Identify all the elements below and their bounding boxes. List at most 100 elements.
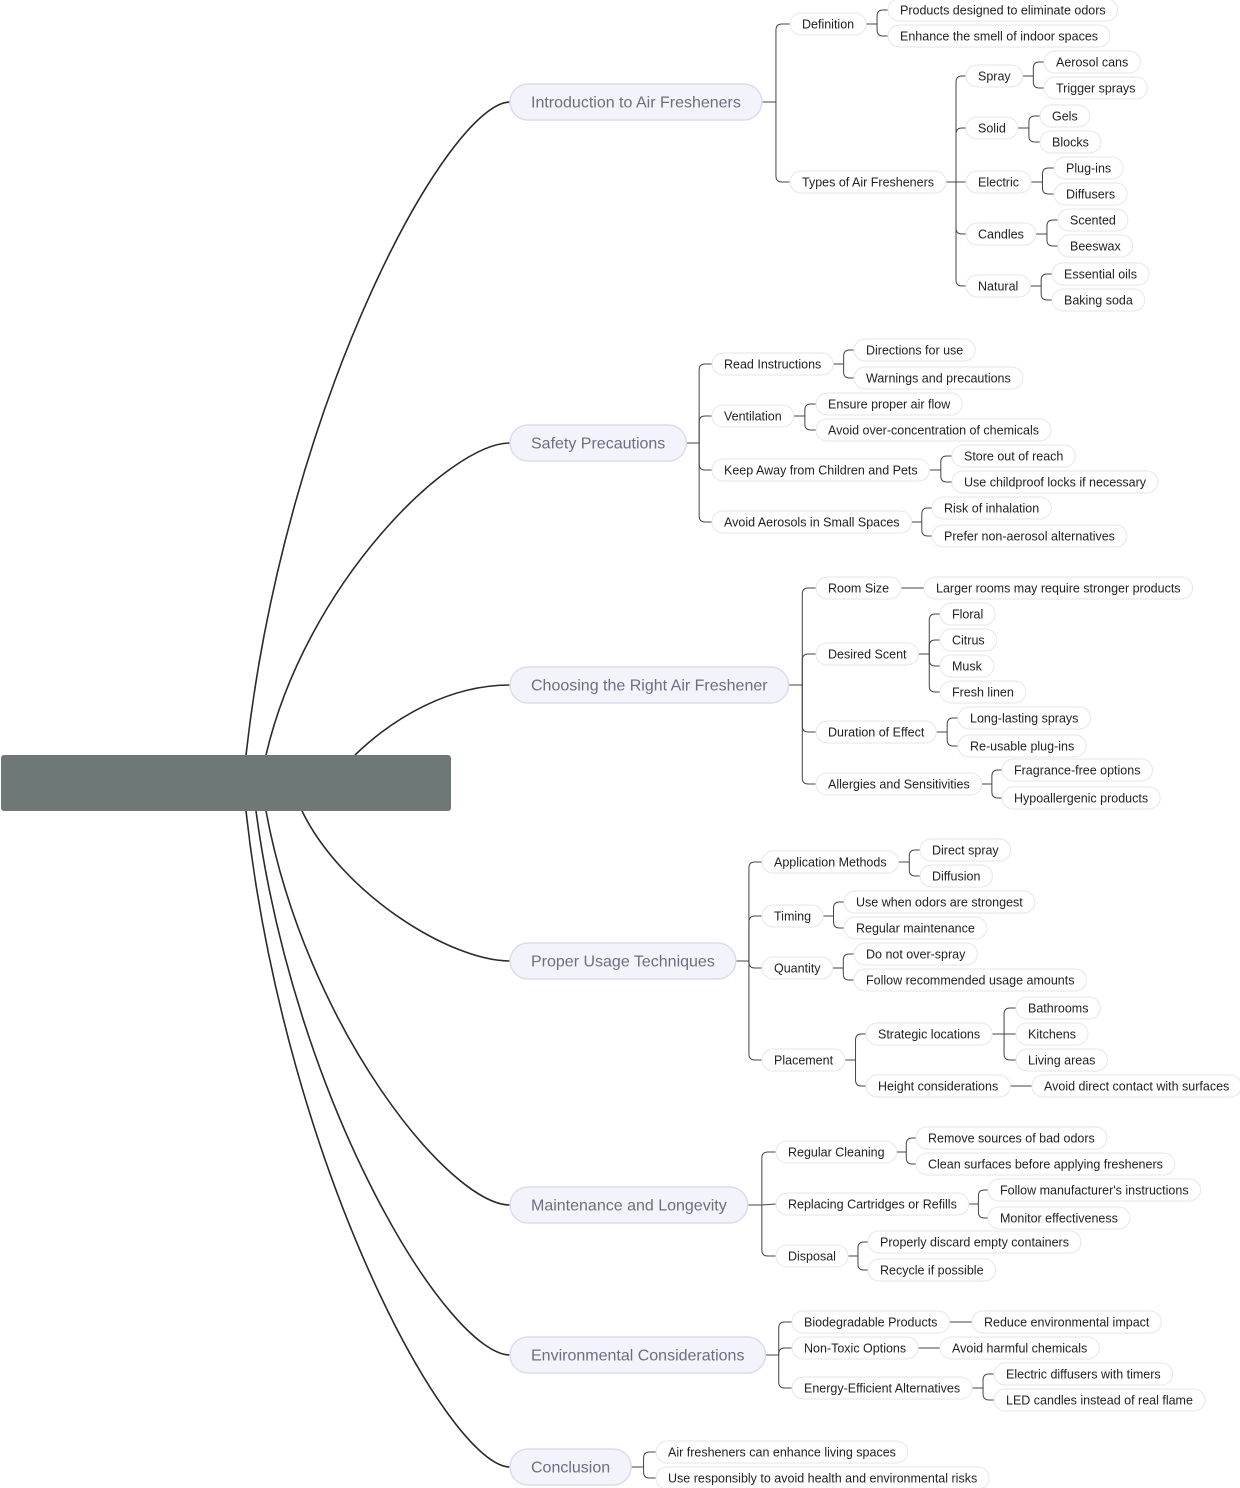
topic-node[interactable]: Fragrance-free options xyxy=(1001,758,1153,782)
topic-node[interactable]: Essential oils xyxy=(1051,262,1150,286)
topic-node[interactable]: Properly discard empty containers xyxy=(867,1230,1082,1254)
topic-node[interactable]: Directions for use xyxy=(853,338,976,362)
topic-node[interactable]: Keep Away from Children and Pets xyxy=(711,458,931,482)
topic-node[interactable]: Solid xyxy=(965,116,1019,140)
topic-node[interactable]: Electric xyxy=(965,170,1032,194)
branch-node[interactable]: Introduction to Air Fresheners xyxy=(509,83,763,121)
topic-node[interactable]: Avoid direct contact with surfaces xyxy=(1031,1074,1240,1098)
topic-node[interactable]: Application Methods xyxy=(761,850,900,874)
topic-node[interactable]: Disposal xyxy=(775,1244,849,1268)
topic-node[interactable]: Electric diffusers with timers xyxy=(993,1362,1174,1386)
topic-node[interactable]: Height considerations xyxy=(865,1074,1011,1098)
node-label: Types of Air Fresheners xyxy=(802,176,934,190)
topic-node[interactable]: Follow recommended usage amounts xyxy=(853,968,1087,992)
topic-node[interactable]: Timing xyxy=(761,904,824,928)
topic-node[interactable]: Spray xyxy=(965,64,1024,88)
topic-node[interactable]: Avoid over-concentration of chemicals xyxy=(815,418,1052,442)
topic-node[interactable]: Monitor effectiveness xyxy=(987,1206,1131,1230)
topic-node[interactable]: Prefer non-aerosol alternatives xyxy=(931,524,1128,548)
topic-node[interactable]: Placement xyxy=(761,1048,846,1072)
branch-node[interactable]: Safety Precautions xyxy=(509,424,688,462)
topic-node[interactable]: Types of Air Fresheners xyxy=(789,170,947,194)
topic-node[interactable]: Do not over-spray xyxy=(853,942,978,966)
topic-node[interactable]: Kitchens xyxy=(1015,1022,1089,1046)
topic-node[interactable]: Biodegradable Products xyxy=(791,1310,950,1334)
node-pill xyxy=(711,404,795,428)
topic-node[interactable]: Air fresheners can enhance living spaces xyxy=(655,1440,909,1464)
topic-node[interactable]: Larger rooms may require stronger produc… xyxy=(923,576,1194,600)
topic-node[interactable]: Read Instructions xyxy=(711,352,834,376)
connector xyxy=(643,1467,656,1479)
topic-node[interactable]: Non-Toxic Options xyxy=(791,1336,919,1360)
topic-node[interactable]: Citrus xyxy=(939,628,998,652)
topic-node[interactable]: Quantity xyxy=(761,956,834,980)
topic-node[interactable]: Duration of Effect xyxy=(815,720,937,744)
topic-node[interactable]: Scented xyxy=(1057,208,1129,232)
node-pill xyxy=(815,642,920,666)
topic-node[interactable]: Gels xyxy=(1039,104,1091,128)
topic-node[interactable]: Avoid Aerosols in Small Spaces xyxy=(711,510,913,534)
branch-node[interactable]: Maintenance and Longevity xyxy=(509,1186,749,1224)
topic-node[interactable]: Allergies and Sensitivities xyxy=(815,772,983,796)
topic-node[interactable]: Follow manufacturer's instructions xyxy=(987,1178,1202,1202)
topic-node[interactable]: Use when odors are strongest xyxy=(843,890,1036,914)
topic-node[interactable]: Reduce environmental impact xyxy=(971,1310,1162,1334)
topic-node[interactable]: Definition xyxy=(789,12,867,36)
topic-node[interactable]: Blocks xyxy=(1039,130,1102,154)
topic-node[interactable]: Desired Scent xyxy=(815,642,920,666)
topic-node[interactable]: Replacing Cartridges or Refills xyxy=(775,1192,970,1216)
topic-node[interactable]: Diffusers xyxy=(1053,182,1128,206)
topic-node[interactable]: Plug-ins xyxy=(1053,156,1124,180)
topic-node[interactable]: Long-lasting sprays xyxy=(957,706,1091,730)
topic-node[interactable]: Store out of reach xyxy=(951,444,1076,468)
branch-node[interactable]: Environmental Considerations xyxy=(509,1336,767,1374)
topic-node[interactable]: Aerosol cans xyxy=(1043,50,1141,74)
topic-node[interactable]: Energy-Efficient Alternatives xyxy=(791,1376,973,1400)
topic-node[interactable]: Clean surfaces before applying freshener… xyxy=(915,1152,1176,1176)
topic-node[interactable]: Use childproof locks if necessary xyxy=(951,470,1159,494)
topic-node[interactable]: Products designed to eliminate odors xyxy=(887,0,1119,22)
topic-node[interactable]: Avoid harmful chemicals xyxy=(939,1336,1100,1360)
branch-node[interactable]: Choosing the Right Air Freshener xyxy=(509,666,790,704)
topic-node[interactable]: Bathrooms xyxy=(1015,996,1101,1020)
node-pill xyxy=(919,838,1012,862)
topic-node[interactable]: Risk of inhalation xyxy=(931,496,1052,520)
topic-node[interactable]: Remove sources of bad odors xyxy=(915,1126,1108,1150)
topic-node[interactable]: LED candles instead of real flame xyxy=(993,1388,1206,1412)
topic-node[interactable]: Ensure proper air flow xyxy=(815,392,963,416)
node-pill xyxy=(957,706,1091,730)
node-label: Application Methods xyxy=(774,856,887,870)
topic-node[interactable]: Warnings and precautions xyxy=(853,366,1024,390)
topic-node[interactable]: Direct spray xyxy=(919,838,1012,862)
topic-node[interactable]: Strategic locations xyxy=(865,1022,993,1046)
topic-node[interactable]: Recycle if possible xyxy=(867,1258,997,1282)
node-pill xyxy=(1001,786,1161,810)
branch-node[interactable]: Conclusion xyxy=(509,1448,632,1486)
node-label: Kitchens xyxy=(1028,1028,1076,1042)
topic-node[interactable]: Room Size xyxy=(815,576,902,600)
root-connector xyxy=(265,442,511,756)
topic-node[interactable]: Ventilation xyxy=(711,404,795,428)
node-pill xyxy=(993,1362,1174,1386)
topic-node[interactable]: Regular maintenance xyxy=(843,916,988,940)
topic-node[interactable]: Living areas xyxy=(1015,1048,1108,1072)
topic-node[interactable]: Enhance the smell of indoor spaces xyxy=(887,24,1111,48)
topic-node[interactable]: Re-usable plug-ins xyxy=(957,734,1087,758)
topic-node[interactable]: Musk xyxy=(939,654,995,678)
connector xyxy=(982,1373,994,1388)
topic-node[interactable]: Use responsibly to avoid health and envi… xyxy=(655,1466,990,1488)
topic-node[interactable]: Floral xyxy=(939,602,996,626)
topic-node[interactable]: Hypoallergenic products xyxy=(1001,786,1161,810)
topic-node[interactable]: Fresh linen xyxy=(939,680,1027,704)
topic-node[interactable]: Candles xyxy=(965,222,1037,246)
topic-node[interactable]: Diffusion xyxy=(919,864,993,888)
topic-node[interactable]: Regular Cleaning xyxy=(775,1140,898,1164)
topic-node[interactable]: Beeswax xyxy=(1057,234,1134,258)
connector xyxy=(804,403,816,416)
root-connector xyxy=(354,684,511,756)
branch-node[interactable]: Proper Usage Techniques xyxy=(509,942,737,980)
topic-node[interactable]: Natural xyxy=(965,274,1031,298)
root-node[interactable] xyxy=(1,755,451,811)
topic-node[interactable]: Trigger sprays xyxy=(1043,76,1148,100)
topic-node[interactable]: Baking soda xyxy=(1051,288,1146,312)
